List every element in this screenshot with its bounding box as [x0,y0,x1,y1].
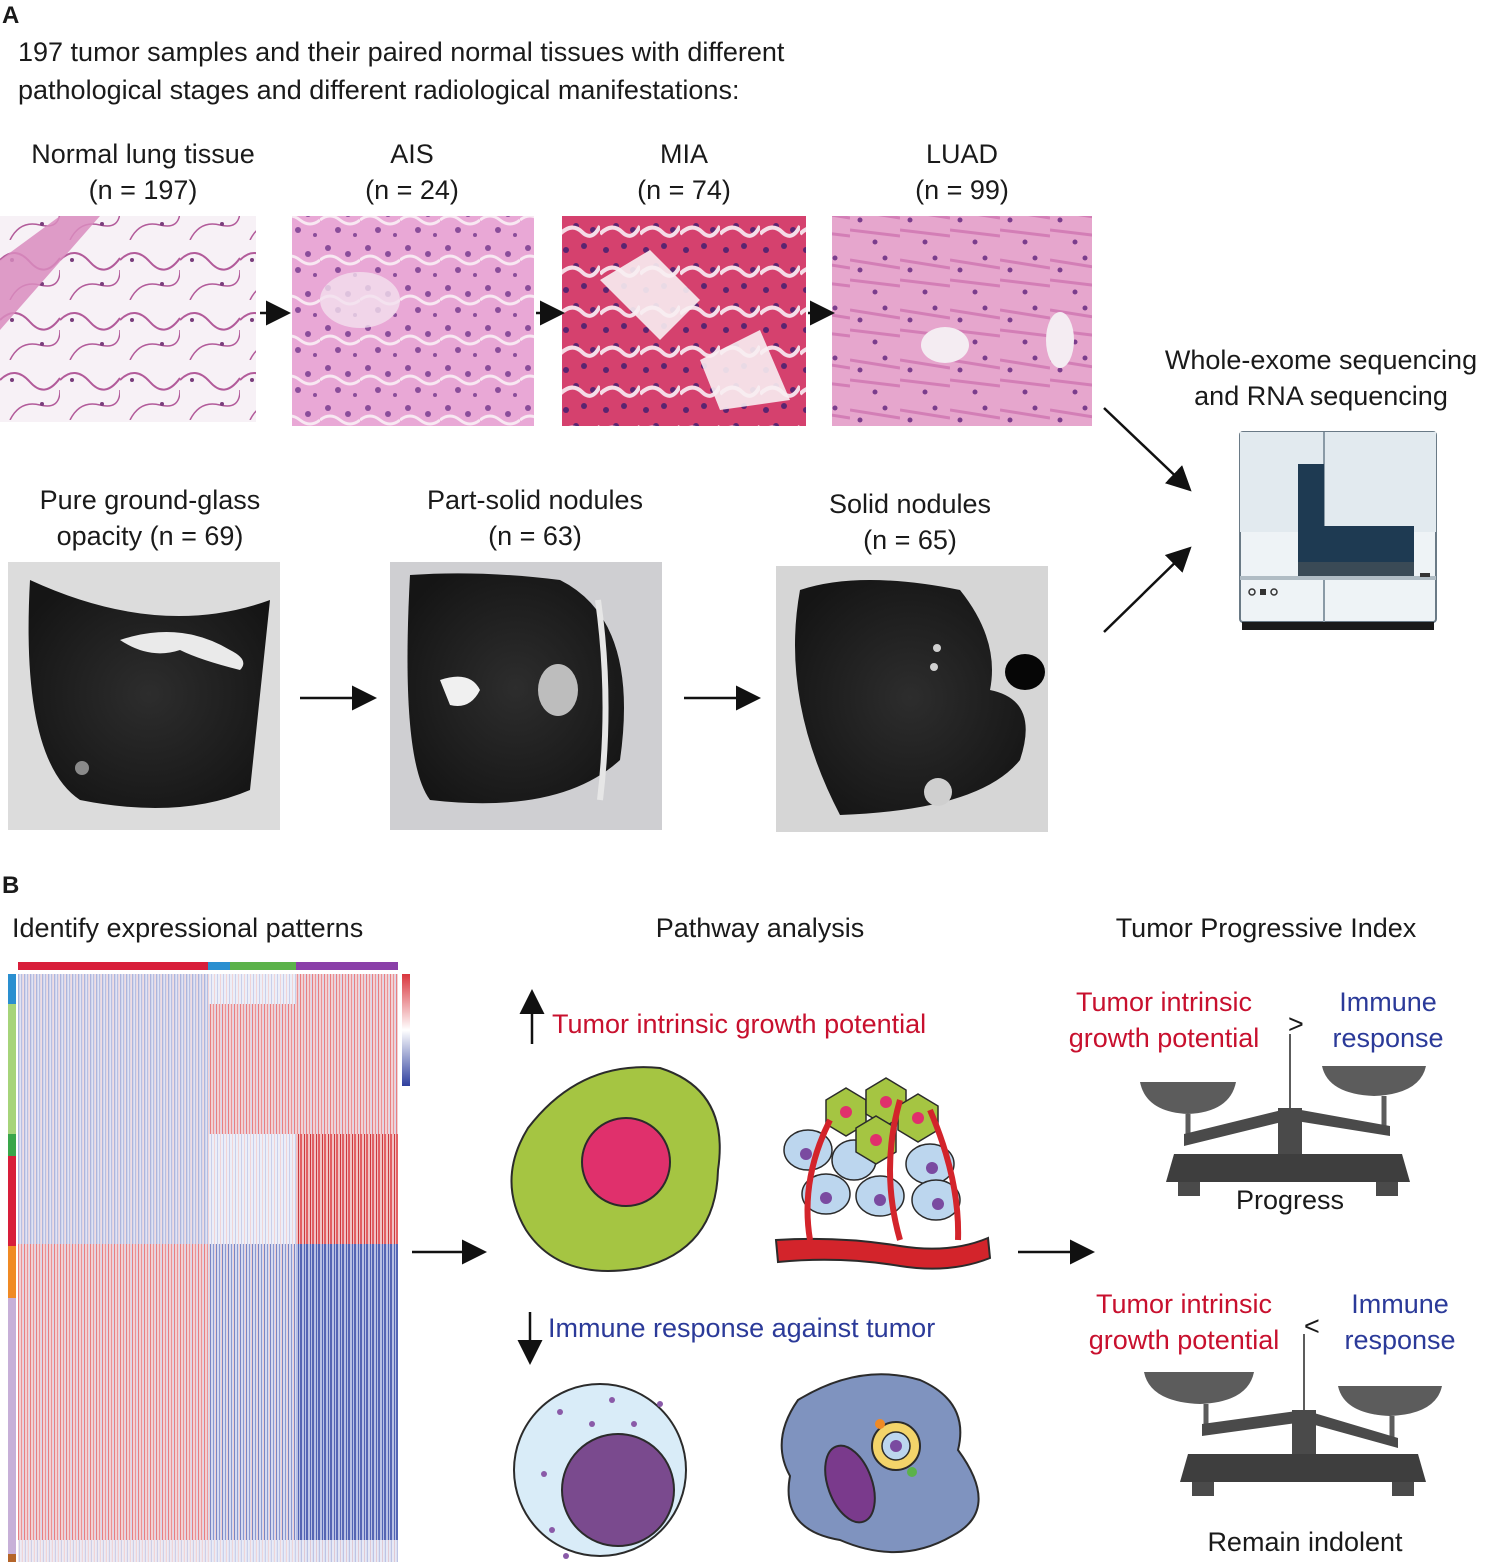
stage-label-mia: MIA(n = 74) [637,139,731,205]
sequencer-icon [1239,431,1437,630]
intro-line-2: pathological stages and different radiol… [18,75,740,105]
radiology-label-solid: Solid nodules(n = 65) [828,489,992,555]
indolent-comparison-symbol: < [1304,1311,1320,1341]
tumor-vessel-icon [774,1077,992,1270]
expression-heatmap [8,962,398,1562]
progress-outcome-label: Progress [1235,1185,1345,1215]
balance-scale-progress-icon [1140,1034,1426,1196]
tpi-title: Tumor Progressive Index [1115,913,1417,943]
radiology-label-part-solid: Part-solid nodules(n = 63) [426,485,644,551]
panel-b-letter: B [2,872,20,899]
panel-a-letter: A [2,2,20,29]
heatmap-title: Identify expressional patterns [12,913,364,943]
intro-line-1: 197 tumor samples and their paired norma… [18,37,785,67]
balance-scale-indolent-icon [1144,1334,1442,1496]
histology-luad-image [832,216,1092,426]
histology-ais-image [292,216,534,426]
down-pathway-label: Immune response against tumor [548,1313,936,1343]
macrophage-icon [780,1373,980,1554]
progress-comparison-symbol: > [1288,1009,1304,1039]
tumor-cell-icon [510,1066,721,1272]
heatmap-color-scale [402,974,410,1086]
pathway-title: Pathway analysis [655,913,865,943]
indolent-outcome-label: Remain indolent [1207,1527,1403,1557]
lymphocyte-icon [513,1383,687,1559]
stage-label-luad: LUAD(n = 99) [915,139,1009,205]
stage-label-normal: Normal lung tissue(n = 197) [31,139,255,205]
stage-label-ais: AIS(n = 24) [365,139,459,205]
up-pathway-label: Tumor intrinsic growth potential [552,1009,927,1039]
